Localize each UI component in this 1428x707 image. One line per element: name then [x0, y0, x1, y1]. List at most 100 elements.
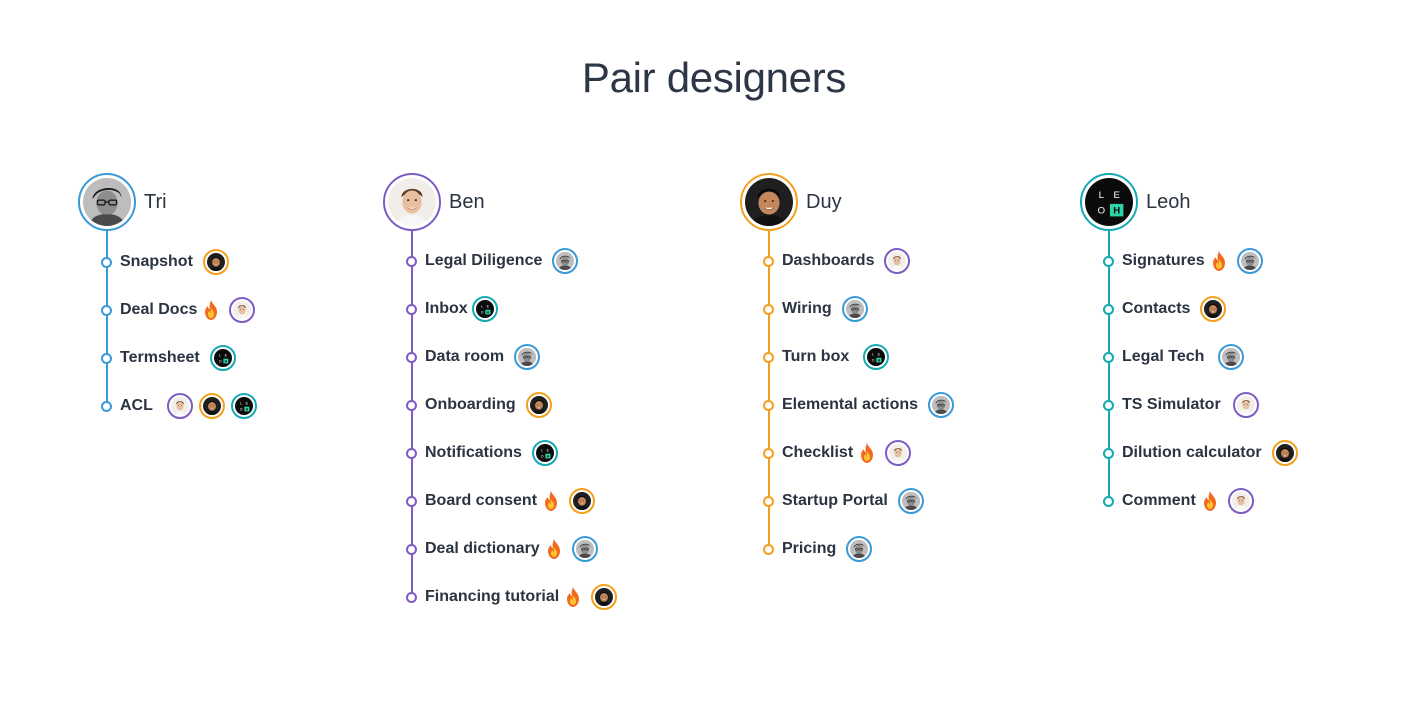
list-item[interactable]: Signatures — [1103, 246, 1263, 276]
avatar-leoh[interactable] — [230, 393, 257, 419]
timeline-dot — [406, 351, 417, 363]
timeline-dot — [406, 495, 417, 507]
project-label: Inbox — [425, 300, 468, 317]
pair-avatars — [863, 344, 890, 370]
designer-name: Duy — [806, 190, 842, 213]
avatar-tri[interactable] — [571, 536, 598, 562]
avatar-duy[interactable] — [198, 393, 225, 419]
designer-column-ben: Ben Legal Diligence Inbox Data room Onbo… — [383, 173, 703, 633]
list-item[interactable]: Deal dictionary — [406, 534, 598, 564]
timeline-line — [411, 231, 413, 597]
avatar-ben[interactable] — [229, 297, 256, 323]
list-item[interactable]: Legal Diligence — [406, 246, 579, 276]
avatar-duy[interactable] — [1200, 296, 1227, 322]
avatar-tri[interactable] — [846, 536, 873, 562]
project-label: Pricing — [782, 540, 837, 557]
avatar-ben[interactable] — [166, 393, 193, 419]
list-item[interactable]: Pricing — [763, 534, 873, 564]
list-item[interactable]: TS Simulator — [1103, 390, 1259, 420]
list-item[interactable]: Board consent — [406, 486, 596, 516]
avatar-leoh[interactable] — [531, 440, 558, 466]
avatar-duy[interactable] — [591, 584, 618, 610]
timeline-dot — [406, 399, 417, 411]
pair-avatars — [885, 440, 912, 466]
list-item[interactable]: Contacts — [1103, 294, 1227, 324]
list-item[interactable]: Checklist — [763, 438, 912, 468]
avatar-tri[interactable] — [78, 173, 136, 231]
avatar-leoh[interactable] — [1080, 173, 1138, 231]
pair-avatars — [841, 296, 868, 322]
avatar-ben[interactable] — [1232, 392, 1259, 418]
pair-avatars — [1236, 248, 1263, 274]
avatar-ben[interactable] — [884, 248, 911, 274]
avatar-tri[interactable] — [841, 296, 868, 322]
timeline-dot — [763, 495, 774, 507]
timeline-dot — [406, 255, 417, 267]
project-label: Dilution calculator — [1122, 444, 1262, 461]
avatar-tri[interactable] — [514, 344, 541, 370]
pair-avatars — [229, 297, 256, 323]
avatar-tri[interactable] — [1236, 248, 1263, 274]
pair-avatars — [571, 536, 598, 562]
list-item[interactable]: Dilution calculator — [1103, 438, 1298, 468]
project-label: Deal dictionary — [425, 540, 540, 557]
avatar-tri[interactable] — [897, 488, 924, 514]
pair-avatars — [531, 440, 558, 466]
avatar-ben[interactable] — [1227, 488, 1254, 514]
timeline-dot — [406, 447, 417, 459]
avatar-ben[interactable] — [885, 440, 912, 466]
avatar-tri[interactable] — [928, 392, 955, 418]
list-item[interactable]: Onboarding — [406, 390, 552, 420]
pair-avatars — [569, 488, 596, 514]
avatar-leoh[interactable] — [863, 344, 890, 370]
timeline-line — [1108, 231, 1110, 501]
pair-avatars — [1232, 392, 1259, 418]
list-item[interactable]: Turn box — [763, 342, 890, 372]
project-label: Dashboards — [782, 252, 875, 269]
list-item[interactable]: Startup Portal — [763, 486, 924, 516]
avatar-duy[interactable] — [1271, 440, 1298, 466]
list-item[interactable]: Termsheet — [101, 343, 236, 373]
list-item[interactable]: Inbox — [406, 294, 498, 324]
list-item[interactable]: ACL — [101, 391, 257, 421]
pair-avatars — [928, 392, 955, 418]
list-item[interactable]: Comment — [1103, 486, 1254, 516]
list-item[interactable]: Financing tutorial — [406, 582, 618, 612]
designer-name: Tri — [144, 190, 167, 213]
list-item[interactable]: Dashboards — [763, 246, 911, 276]
designer-name: Ben — [449, 190, 485, 213]
timeline-dot — [101, 256, 112, 268]
list-item[interactable]: Legal Tech — [1103, 342, 1245, 372]
list-item[interactable]: Wiring — [763, 294, 868, 324]
fire-icon — [565, 587, 581, 607]
timeline-dot — [1103, 303, 1114, 315]
list-item[interactable]: Elemental actions — [763, 390, 955, 420]
fire-icon — [546, 539, 562, 559]
timeline-dot — [101, 352, 112, 364]
list-item[interactable]: Snapshot — [101, 247, 229, 277]
avatar-duy[interactable] — [569, 488, 596, 514]
avatar-leoh[interactable] — [471, 296, 498, 322]
fire-icon — [1211, 251, 1227, 271]
avatar-ben[interactable] — [383, 173, 441, 231]
avatar-tri[interactable] — [1218, 344, 1245, 370]
designer-header: Tri — [78, 173, 167, 231]
pair-avatars — [471, 296, 498, 322]
timeline-dot — [763, 351, 774, 363]
list-item[interactable]: Deal Docs — [101, 295, 256, 325]
timeline-dot — [101, 304, 112, 316]
avatar-leoh[interactable] — [209, 345, 236, 371]
list-item[interactable]: Notifications — [406, 438, 558, 468]
list-item[interactable]: Data room — [406, 342, 541, 372]
project-label: TS Simulator — [1122, 396, 1221, 413]
fire-icon — [203, 300, 219, 320]
pair-avatars — [202, 249, 229, 275]
avatar-duy[interactable] — [740, 173, 798, 231]
avatar-tri[interactable] — [552, 248, 579, 274]
designer-column-leoh: Leoh Signatures Contacts Legal Tech TS S… — [1080, 173, 1400, 633]
pair-avatars — [209, 345, 236, 371]
avatar-duy[interactable] — [525, 392, 552, 418]
avatar-duy[interactable] — [202, 249, 229, 275]
project-label: Turn box — [782, 348, 850, 365]
pair-avatars — [591, 584, 618, 610]
